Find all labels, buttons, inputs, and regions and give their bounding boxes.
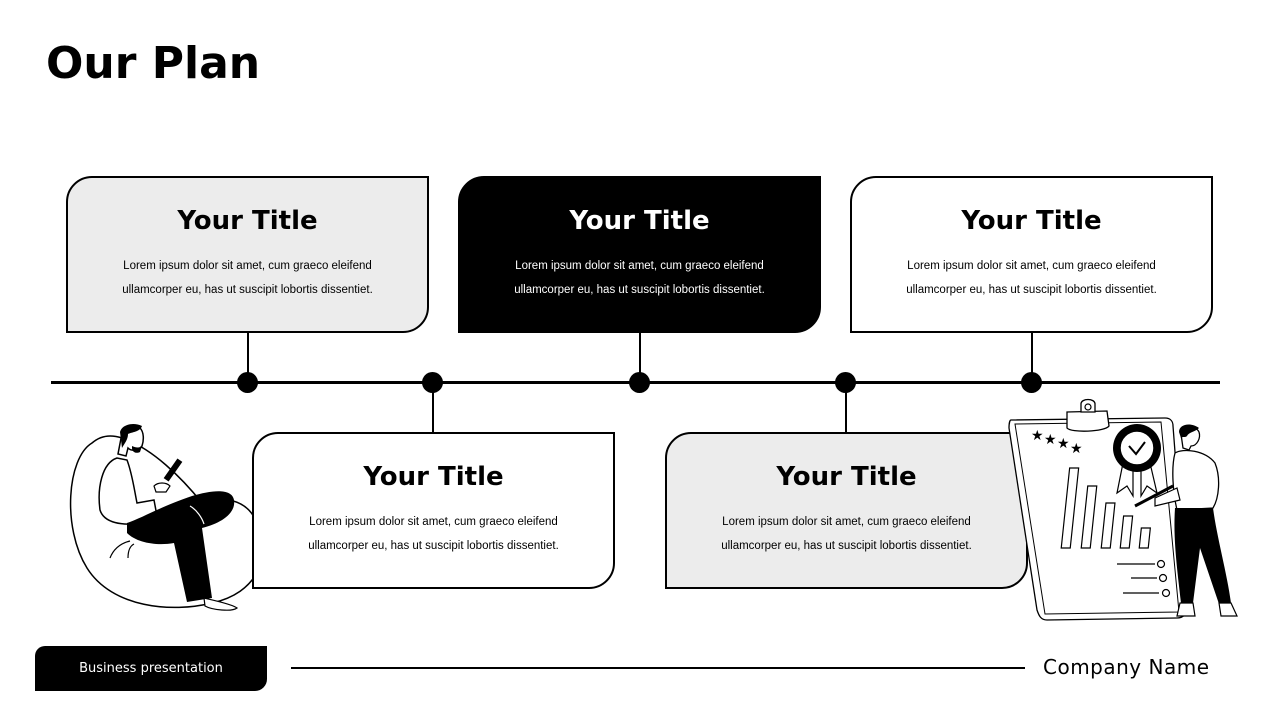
milestone-dot-4 — [835, 372, 856, 393]
svg-text:★: ★ — [1031, 428, 1044, 444]
milestone-dot-1 — [237, 372, 258, 393]
milestone-dot-5 — [1021, 372, 1042, 393]
card-body: Lorem ipsum dolor sit amet, cum graeco e… — [460, 254, 819, 302]
person-on-beanbag-icon — [69, 424, 264, 611]
timeline-card-2: Your Title Lorem ipsum dolor sit amet, c… — [458, 176, 821, 333]
milestone-dot-3 — [629, 372, 650, 393]
company-name: Company Name — [1043, 655, 1210, 679]
card-body-line: ullamcorper eu, has ut suscipit lobortis… — [122, 284, 373, 296]
card-body-line: ullamcorper eu, has ut suscipit lobortis… — [721, 540, 972, 552]
card-body-line: Lorem ipsum dolor sit amet, cum graeco e… — [907, 260, 1156, 272]
footer-badge-label: Business presentation — [79, 661, 223, 676]
timeline-card-3: Your Title Lorem ipsum dolor sit amet, c… — [850, 176, 1213, 333]
card-body-line: Lorem ipsum dolor sit amet, cum graeco e… — [722, 516, 971, 528]
footer-divider — [291, 667, 1025, 669]
card-title: Your Title — [961, 206, 1102, 236]
connector-3 — [1031, 331, 1033, 381]
card-body-line: Lorem ipsum dolor sit amet, cum graeco e… — [515, 260, 764, 272]
card-body-line: Lorem ipsum dolor sit amet, cum graeco e… — [123, 260, 372, 272]
card-body: Lorem ipsum dolor sit amet, cum graeco e… — [667, 510, 1026, 558]
timeline-card-1: Your Title Lorem ipsum dolor sit amet, c… — [66, 176, 429, 333]
connector-2 — [639, 331, 641, 381]
timeline-card-5: Your Title Lorem ipsum dolor sit amet, c… — [665, 432, 1028, 589]
page-title: Our Plan — [46, 38, 261, 89]
connector-4 — [432, 384, 434, 434]
footer-badge: Business presentation — [35, 646, 267, 691]
svg-text:★: ★ — [1057, 436, 1070, 452]
svg-text:★: ★ — [1044, 432, 1057, 448]
card-body: Lorem ipsum dolor sit amet, cum graeco e… — [254, 510, 613, 558]
svg-text:★: ★ — [1070, 441, 1083, 457]
card-title: Your Title — [776, 462, 917, 492]
card-title: Your Title — [569, 206, 710, 236]
milestone-dot-2 — [422, 372, 443, 393]
card-title: Your Title — [177, 206, 318, 236]
timeline-card-4: Your Title Lorem ipsum dolor sit amet, c… — [252, 432, 615, 589]
card-body-line: ullamcorper eu, has ut suscipit lobortis… — [906, 284, 1157, 296]
card-body-line: ullamcorper eu, has ut suscipit lobortis… — [514, 284, 765, 296]
connector-5 — [845, 384, 847, 434]
card-body: Lorem ipsum dolor sit amet, cum graeco e… — [68, 254, 427, 302]
connector-1 — [247, 331, 249, 381]
card-title: Your Title — [363, 462, 504, 492]
clipboard-chart-award-icon: ★ ★ ★ ★ — [1008, 398, 1238, 621]
card-body-line: Lorem ipsum dolor sit amet, cum graeco e… — [309, 516, 558, 528]
card-body-line: ullamcorper eu, has ut suscipit lobortis… — [308, 540, 559, 552]
card-body: Lorem ipsum dolor sit amet, cum graeco e… — [852, 254, 1211, 302]
